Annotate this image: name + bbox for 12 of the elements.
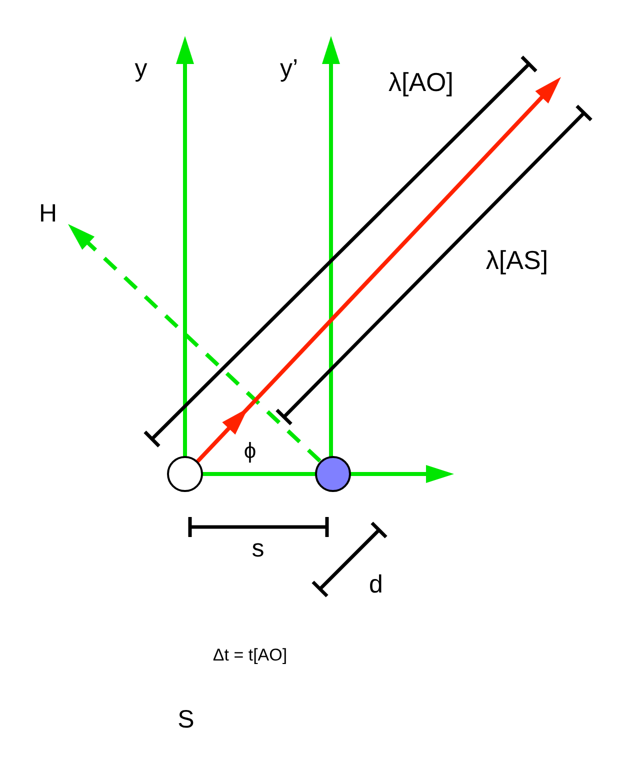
dimension-label: λ[AS] <box>486 247 548 273</box>
equation-text: Δt = t[AO] <box>212 646 288 664</box>
dimension-label: λ[AO] <box>388 69 454 95</box>
filled-circle <box>315 456 351 492</box>
frame-label: S <box>178 708 194 732</box>
axis-label: y’ <box>280 56 298 82</box>
dimension-label: d <box>369 572 383 598</box>
axis-label: H <box>38 202 58 226</box>
angle-label: ϕ <box>244 440 256 462</box>
axis-label: y <box>134 56 148 82</box>
dimension-label: s <box>252 536 264 562</box>
open-circle <box>167 456 203 492</box>
